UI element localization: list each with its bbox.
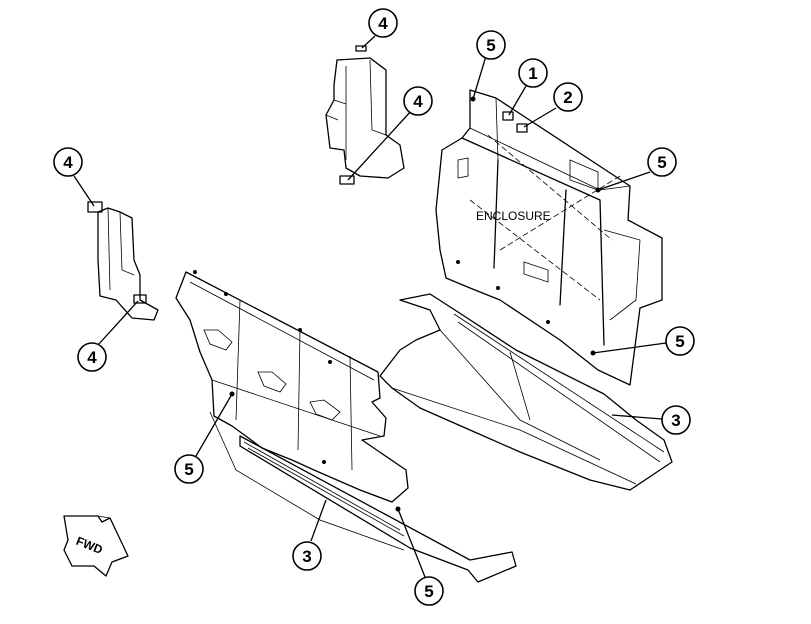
forward-arrow-icon: FWD (63, 515, 129, 577)
callout-c3: 5 (476, 30, 506, 60)
callout-label: 2 (563, 88, 572, 107)
enclosure-label: ENCLOSURE (476, 209, 551, 223)
leader-lines (73, 35, 667, 578)
callout-c8: 4 (77, 342, 107, 372)
callout-c1: 4 (368, 8, 398, 38)
callout-c4: 1 (518, 58, 548, 88)
callout-label: 5 (424, 582, 433, 601)
callout-c7: 5 (647, 147, 677, 177)
callout-c6: 4 (53, 147, 83, 177)
callout-c11: 5 (174, 454, 204, 484)
callout-label: 3 (671, 411, 680, 430)
fastener-dots (193, 96, 601, 512)
callout-c9: 5 (665, 326, 695, 356)
callout-label: 3 (302, 547, 311, 566)
callout-label: 4 (87, 348, 97, 367)
top-center-bracket (325, 45, 405, 185)
callout-label: 5 (486, 36, 495, 55)
fwd-label: FWD (74, 534, 105, 557)
callout-label: 5 (675, 332, 684, 351)
callout-c12: 3 (292, 541, 322, 571)
callout-label: 4 (63, 153, 73, 172)
callout-label: 5 (184, 460, 193, 479)
callout-c10: 3 (661, 405, 691, 435)
callout-c13: 5 (414, 576, 444, 606)
left-support-rail (209, 411, 517, 583)
callout-label: 4 (413, 92, 423, 111)
callout-label: 4 (378, 14, 388, 33)
enclosure-frame (435, 89, 663, 386)
callout-c5: 2 (553, 82, 583, 112)
right-floor-panel (379, 293, 673, 491)
left-floor-panel (175, 271, 409, 503)
callout-label: 5 (657, 153, 666, 172)
callout-label: 1 (528, 64, 537, 83)
callout-c2: 4 (403, 86, 433, 116)
left-bracket (87, 201, 159, 321)
